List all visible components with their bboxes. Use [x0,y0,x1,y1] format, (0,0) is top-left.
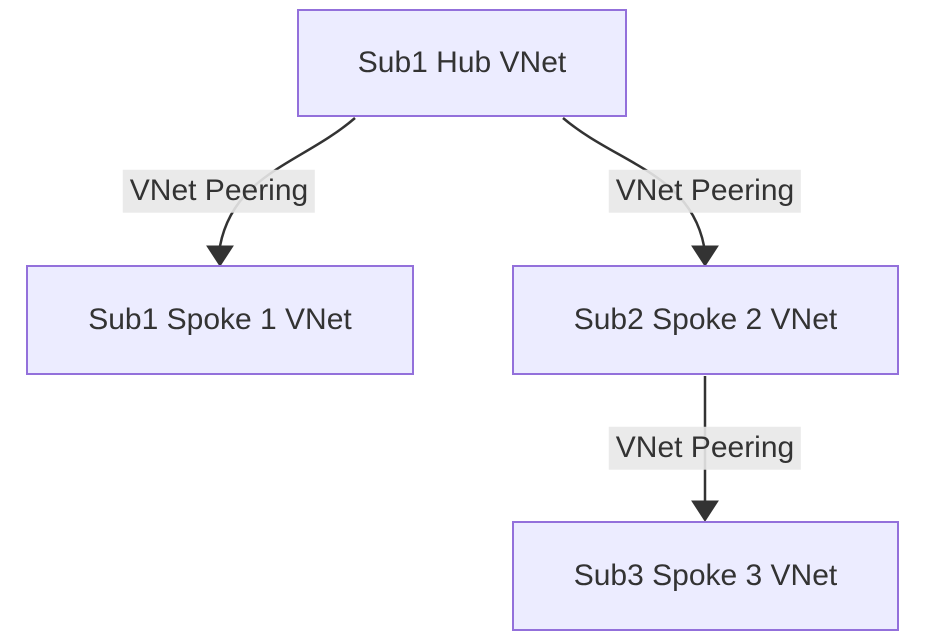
arrowhead-hub-to-spoke1 [206,245,234,267]
node-label: Sub3 Spoke 3 VNet [573,559,838,592]
node-sub2-spoke-2-vnet: Sub2 Spoke 2 VNet [512,265,899,375]
node-label: Sub1 Spoke 1 VNet [88,303,352,336]
edge-label-spoke2-spoke3: VNet Peering [608,426,802,470]
node-sub1-spoke-1-vnet: Sub1 Spoke 1 VNet [26,265,414,375]
arrowhead-hub-to-spoke2 [691,245,719,267]
node-sub1-hub-vnet: Sub1 Hub VNet [297,9,627,117]
arrowhead-spoke2-to-spoke3 [691,500,719,522]
node-label: Sub2 Spoke 2 VNet [573,303,838,336]
node-sub3-spoke-3-vnet: Sub3 Spoke 3 VNet [512,521,899,631]
edge-label-hub-spoke2: VNet Peering [608,169,802,213]
node-label: Sub1 Hub VNet [357,46,567,79]
edge-label-hub-spoke1: VNet Peering [122,169,316,213]
